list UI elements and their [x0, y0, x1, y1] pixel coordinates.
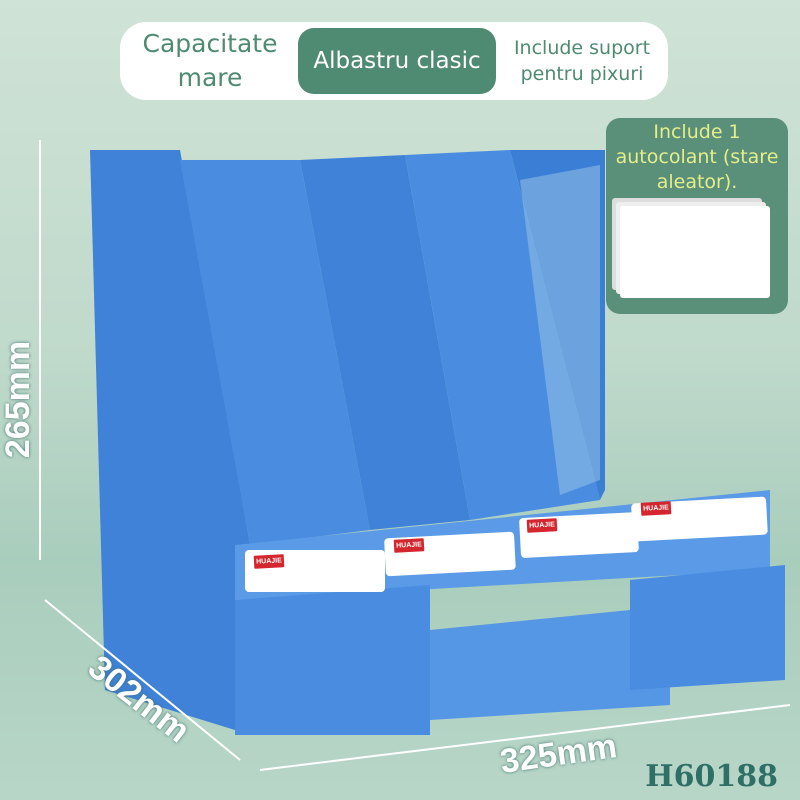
sticker-note: Include 1 autocolant (stare aleator).	[615, 121, 779, 193]
height-dimension: 265mm	[0, 340, 38, 459]
sticker-sheet-image	[620, 206, 770, 298]
brand-tag: HUAJIE	[253, 554, 285, 569]
model-code: H60188	[645, 759, 778, 794]
feature-pen-holder: Include suport pentru pixuri	[513, 37, 651, 85]
brand-tag: HUAJIE	[640, 501, 672, 516]
feature-capacity: Capacitate mare	[142, 29, 278, 92]
brand-tag: HUAJIE	[393, 538, 425, 553]
sticker-callout: Include 1 autocolant (stare aleator).	[606, 118, 788, 314]
feature-bar: Capacitate mare Albastru clasic Include …	[120, 22, 668, 100]
feature-color: Albastru clasic	[298, 28, 496, 94]
brand-tag: HUAJIE	[526, 518, 558, 533]
